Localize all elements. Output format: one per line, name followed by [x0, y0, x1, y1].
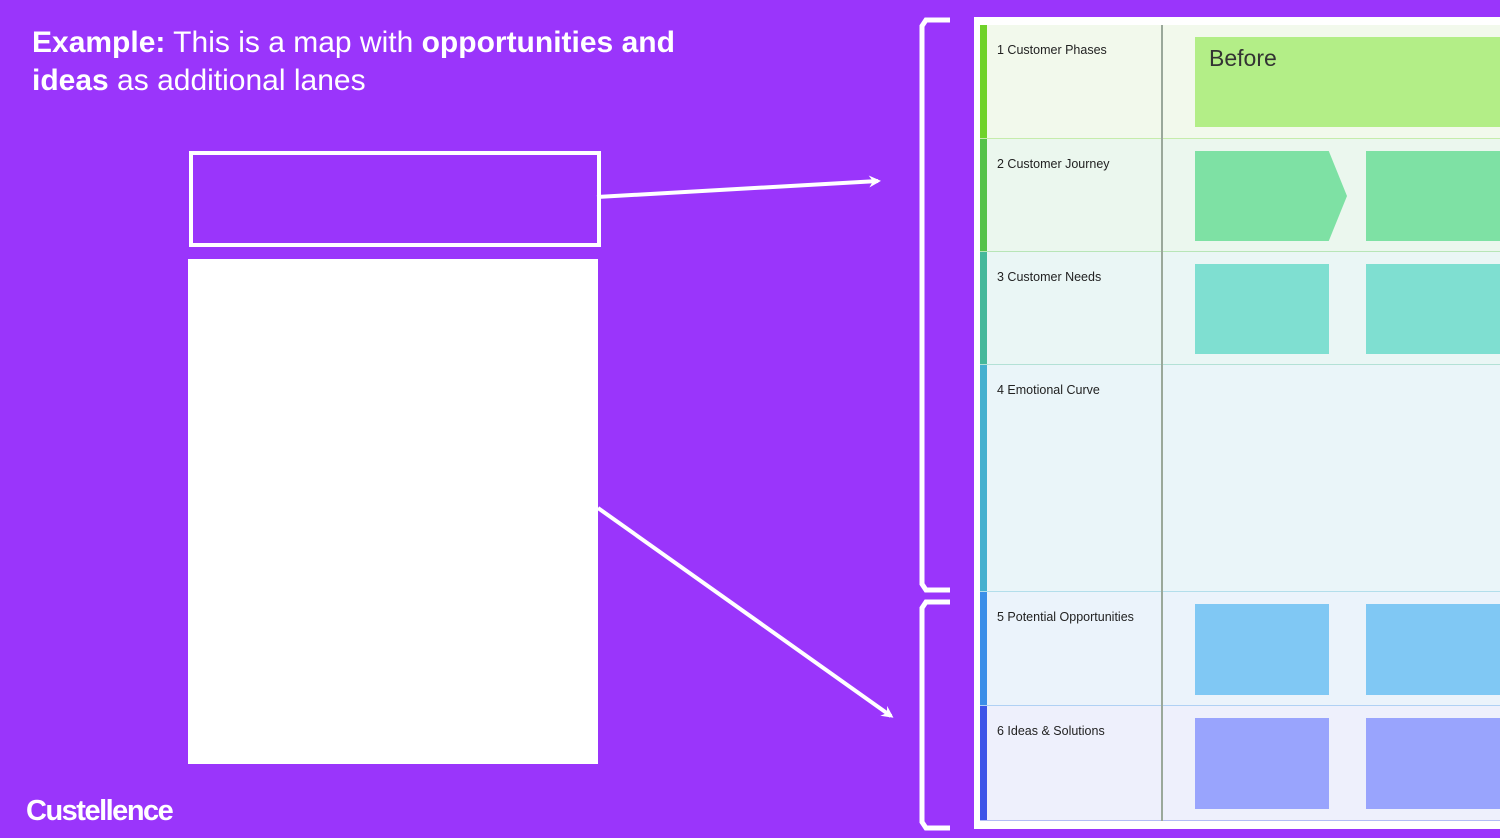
slide-heading: Example: This is a map with opportunitie… — [32, 24, 752, 100]
heading-middle: This is a map with — [165, 26, 422, 59]
lane-accent — [980, 592, 987, 705]
lane-accent — [980, 252, 987, 364]
idea-card[interactable] — [1366, 718, 1500, 809]
journey-map: 1 Customer Phases 2 Customer Journey 3 C… — [980, 25, 1500, 821]
white-placeholder-box — [188, 259, 598, 764]
lane-label: 6 Ideas & Solutions — [997, 724, 1105, 738]
arrow-bottom — [596, 506, 894, 718]
opportunity-card[interactable] — [1366, 604, 1500, 695]
heading-suffix: as additional lanes — [108, 64, 366, 97]
arrow-top — [596, 175, 881, 199]
phase-card-label: Before — [1209, 45, 1277, 71]
need-card[interactable] — [1366, 264, 1500, 354]
lane-accent — [980, 365, 987, 591]
idea-card[interactable] — [1195, 718, 1329, 809]
lane-label: 5 Potential Opportunities — [997, 610, 1134, 624]
need-card[interactable] — [1195, 264, 1329, 354]
heading-prefix: Example: — [32, 26, 166, 59]
lane-accent — [980, 706, 987, 820]
journey-step-card[interactable] — [1366, 151, 1500, 241]
custellence-logo: Custellence — [26, 795, 174, 827]
bracket-upper — [919, 17, 950, 593]
lane-label: 4 Emotional Curve — [997, 383, 1100, 397]
lane-label: 1 Customer Phases — [997, 43, 1107, 57]
journey-step-card[interactable] — [1195, 151, 1347, 241]
bracket-lower — [919, 599, 950, 831]
lane-accent — [980, 139, 987, 251]
heading-bold: opportunities and ideas — [32, 26, 675, 97]
phase-card-before[interactable]: Before — [1195, 37, 1500, 127]
label-column-divider — [1161, 25, 1163, 821]
lane-label: 2 Customer Journey — [997, 157, 1110, 171]
lane-accent — [980, 25, 987, 138]
journey-map-frame: 1 Customer Phases 2 Customer Journey 3 C… — [974, 17, 1500, 829]
lane-emotional-curve[interactable]: 4 Emotional Curve — [980, 365, 1500, 592]
outline-placeholder-box — [189, 151, 601, 247]
lane-label: 3 Customer Needs — [997, 270, 1102, 284]
opportunity-card[interactable] — [1195, 604, 1329, 695]
